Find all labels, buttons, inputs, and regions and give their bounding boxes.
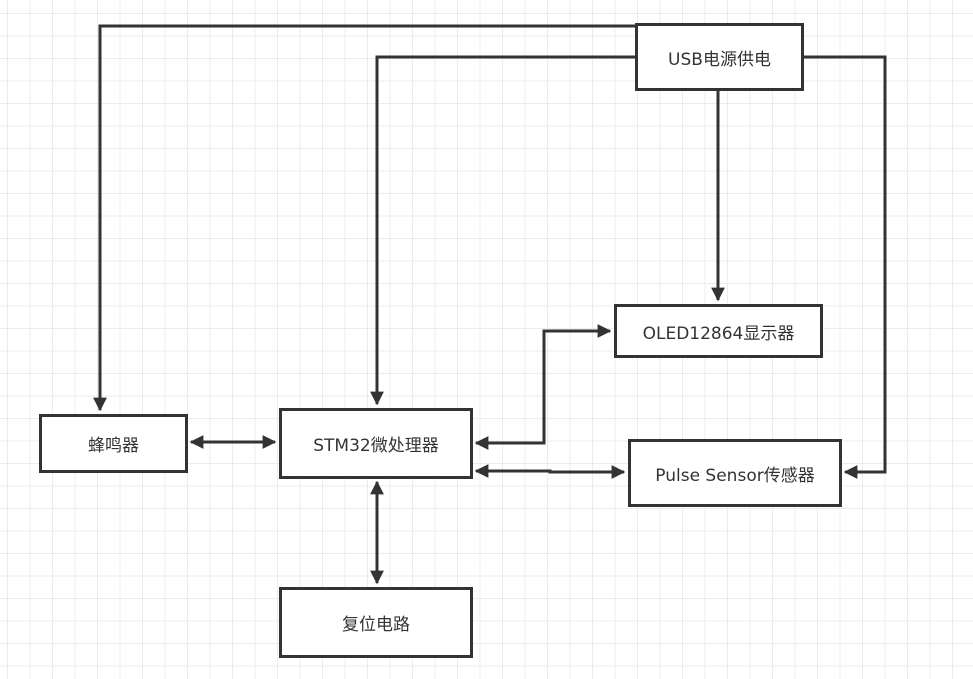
node-stm32-mcu[interactable]: STM32微处理器 (279, 408, 473, 479)
node-label: 蜂鸣器 (88, 436, 139, 456)
node-oled-display[interactable]: OLED12864显示器 (614, 304, 823, 358)
node-label: STM32微处理器 (313, 436, 439, 456)
node-buzzer[interactable]: 蜂鸣器 (39, 414, 188, 473)
node-label: 复位电路 (342, 615, 410, 635)
edge-mcu-oled (474, 324, 612, 450)
edge-mcu-pulse (474, 464, 626, 479)
node-usb-power[interactable]: USB电源供电 (635, 23, 804, 91)
edge-usb-to-mcu (370, 55, 635, 406)
edge-usb-to-buzzer (93, 24, 635, 412)
edge-usb-to-pulse (803, 55, 887, 479)
node-label: USB电源供电 (668, 49, 771, 70)
node-pulse-sensor[interactable]: Pulse Sensor传感器 (628, 439, 842, 507)
node-reset-circuit[interactable]: 复位电路 (279, 587, 473, 658)
node-label: Pulse Sensor传感器 (655, 465, 815, 486)
node-label: OLED12864显示器 (642, 323, 795, 344)
